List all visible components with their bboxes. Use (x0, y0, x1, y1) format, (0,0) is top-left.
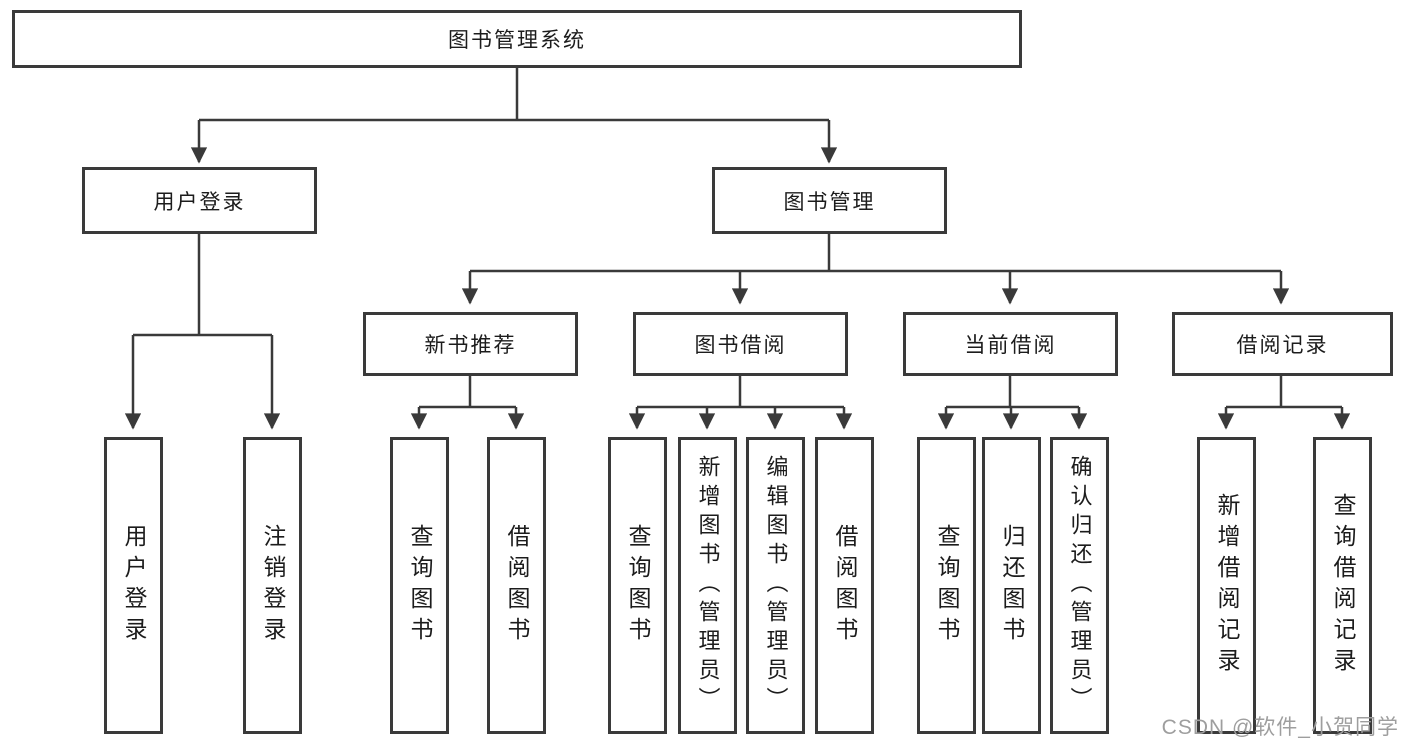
node-current-borrow: 当前借阅 (903, 312, 1118, 376)
node-new-book-recommend-label: 新书推荐 (424, 334, 517, 357)
node-user-login-label: 用户登录 (153, 190, 246, 214)
leaf-borrow-books-borrow-label: 借阅图书 (832, 523, 858, 648)
node-book-management: 图书管理 (712, 167, 947, 234)
node-book-borrow: 图书借阅 (633, 312, 848, 376)
leaf-confirm-return-admin-label: 确认归还（管理员） (1067, 455, 1093, 716)
node-book-management-label: 图书管理 (783, 190, 876, 214)
leaf-add-book-admin: 新增图书（管理员） (678, 437, 737, 734)
leaf-add-borrow-record-label: 新增借阅记录 (1214, 492, 1240, 679)
leaf-query-books-current: 查询图书 (917, 437, 976, 734)
connector-skeleton (133, 67, 1342, 409)
leaf-edit-book-admin-label: 编辑图书（管理员） (763, 455, 789, 716)
node-root-label: 图书管理系统 (448, 29, 586, 52)
leaf-borrow-books-recommend-label: 借阅图书 (504, 523, 530, 648)
leaf-logout-label: 注销登录 (260, 523, 286, 648)
node-borrow-records: 借阅记录 (1172, 312, 1393, 376)
leaf-user-login: 用户登录 (104, 437, 163, 734)
leaf-query-borrow-record-label: 查询借阅记录 (1330, 492, 1356, 679)
leaf-query-books-recommend-label: 查询图书 (407, 523, 433, 648)
leaf-edit-book-admin: 编辑图书（管理员） (746, 437, 805, 734)
leaf-return-book-label: 归还图书 (999, 523, 1025, 648)
leaf-query-books-current-label: 查询图书 (934, 523, 960, 648)
node-borrow-records-label: 借阅记录 (1236, 334, 1329, 357)
connector-arrows (124, 120, 1351, 430)
leaf-add-borrow-record: 新增借阅记录 (1197, 437, 1256, 734)
leaf-borrow-books-recommend: 借阅图书 (487, 437, 546, 734)
leaf-confirm-return-admin: 确认归还（管理员） (1050, 437, 1109, 734)
leaf-query-borrow-record: 查询借阅记录 (1313, 437, 1372, 734)
csdn-watermark: CSDN @软件_小贺同学 (1161, 716, 1399, 739)
leaf-logout: 注销登录 (243, 437, 302, 734)
leaf-query-books-borrow: 查询图书 (608, 437, 667, 734)
leaf-borrow-books-borrow: 借阅图书 (815, 437, 874, 734)
leaf-return-book: 归还图书 (982, 437, 1041, 734)
node-current-borrow-label: 当前借阅 (964, 334, 1057, 357)
leaf-query-books-borrow-label: 查询图书 (625, 523, 651, 648)
node-book-borrow-label: 图书借阅 (694, 334, 787, 357)
leaf-add-book-admin-label: 新增图书（管理员） (695, 455, 721, 716)
node-new-book-recommend: 新书推荐 (363, 312, 578, 376)
leaf-user-login-label: 用户登录 (121, 523, 147, 648)
node-root: 图书管理系统 (12, 10, 1022, 68)
node-user-login: 用户登录 (82, 167, 317, 234)
leaf-query-books-recommend: 查询图书 (390, 437, 449, 734)
